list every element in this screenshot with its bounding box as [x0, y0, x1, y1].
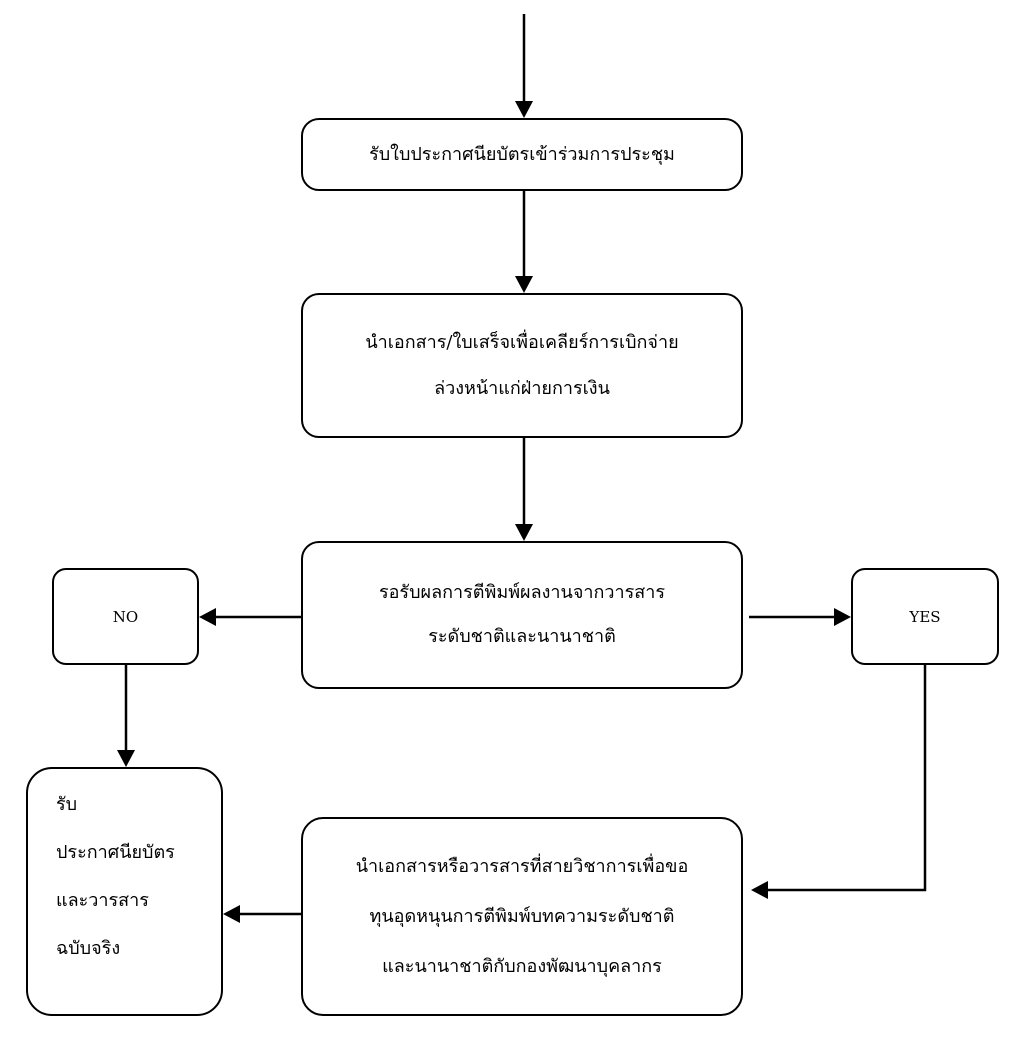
node-apply-support: นำเอกสารหรือวารสารที่สายวิชาการเพื่อขอ ท…	[301, 817, 743, 1016]
node-apply-support-line-2: ทุนอุดหนุนการตีพิมพ์บทความระดับชาติ	[369, 905, 675, 927]
node-original-docs-line-1: รับ	[56, 794, 78, 815]
node-original-docs-line-3: และวารสาร	[56, 890, 149, 911]
connector-yes-to-apply-support	[768, 665, 927, 892]
node-original-docs: รับ ประกาศนียบัตร และวารสาร ฉบับจริง	[26, 767, 223, 1016]
node-no: NO	[52, 568, 199, 665]
node-apply-support-line-3: และนานาชาติกับกองพัฒนาบุคลากร	[382, 955, 662, 977]
node-wait-result-line-1: รอรับผลการตีพิมพ์ผลงานจากวารสาร	[378, 582, 666, 603]
node-wait-result-line-2: ระดับชาติและนานาชาติ	[428, 626, 616, 647]
node-submit-documents-line-2: ล่วงหน้าแก่ฝ่ายการเงิน	[434, 377, 610, 399]
node-no-label: NO	[112, 607, 139, 626]
node-submit-documents-line-1: นำเอกสาร/ใบเสร็จเพื่อเคลียร์การเบิกจ่าย	[365, 331, 679, 353]
arrowhead-original-docs-from-no	[117, 750, 135, 767]
node-submit-documents: นำเอกสาร/ใบเสร็จเพื่อเคลียร์การเบิกจ่าย …	[301, 293, 743, 438]
node-original-docs-line-4: ฉบับจริง	[56, 938, 121, 959]
arrowhead-no	[199, 608, 216, 626]
arrowhead-original-docs-from-apply	[223, 905, 240, 923]
arrowhead-receive-certificate	[515, 101, 533, 118]
node-original-docs-line-2: ประกาศนียบัตร	[56, 842, 175, 863]
node-yes-label: YES	[909, 607, 941, 626]
arrowhead-apply-support	[751, 881, 768, 899]
node-receive-certificate: รับใบประกาศนียบัตรเข้าร่วมการประชุม	[301, 118, 743, 191]
arrowhead-yes	[834, 608, 851, 626]
node-receive-certificate-line-1: รับใบประกาศนียบัตรเข้าร่วมการประชุม	[369, 143, 675, 165]
node-wait-result: รอรับผลการตีพิมพ์ผลงานจากวารสาร ระดับชาต…	[301, 541, 743, 689]
node-yes: YES	[851, 568, 999, 665]
arrowhead-wait-result	[515, 524, 533, 541]
node-apply-support-line-1: นำเอกสารหรือวารสารที่สายวิชาการเพื่อขอ	[355, 855, 689, 877]
arrowhead-submit-documents	[515, 276, 533, 293]
